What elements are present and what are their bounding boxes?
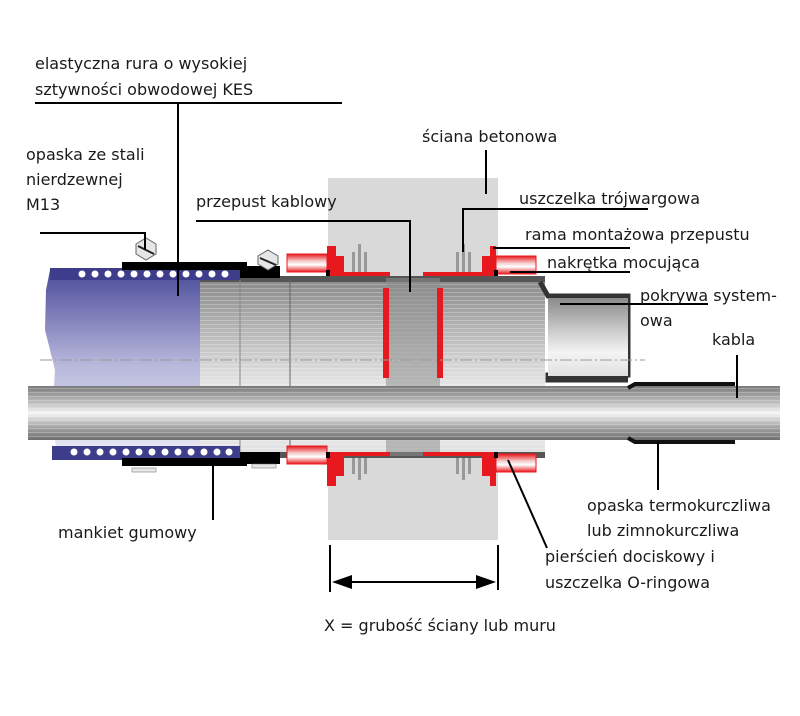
label-ring-2: uszczelka O-ringowa (545, 573, 711, 592)
label-triple-seal: uszczelka trójwargowa (519, 189, 700, 208)
mounting-frame-left (286, 246, 390, 486)
label-shrink-2: lub zimnokurczliwa (587, 521, 740, 540)
triple-lip-seals (352, 244, 471, 480)
label-steel-band-3: M13 (26, 195, 61, 214)
label-kes-pipe-1: elastyczna rura o wysokiej (35, 54, 248, 73)
label-kes-pipe-2: sztywności obwodowej KES (35, 80, 254, 99)
label-duct: przepust kablowy (196, 192, 337, 211)
label-dimension: X = grubość ściany lub muru (324, 616, 556, 635)
label-cover-2: owa (640, 311, 673, 330)
label-nut: nakrętka mocująca (547, 253, 700, 272)
label-steel-band-2: nierdzewnej (26, 170, 123, 189)
label-shrink-1: opaska termokurczliwa (587, 496, 771, 515)
label-steel-band-1: opaska ze stali (26, 145, 145, 164)
label-ring-1: pierścień dociskowy i (545, 547, 715, 566)
mounting-frame-right (423, 246, 537, 486)
shrink-sleeve (627, 382, 735, 390)
leader-lines (35, 102, 738, 549)
label-cover-1: pokrywa system- (640, 286, 777, 305)
label-cable: kabla (712, 330, 756, 349)
label-wall: ściana betonowa (422, 127, 558, 146)
kes-corrugation-dots (70, 270, 233, 456)
label-cuff: mankiet gumowy (58, 523, 197, 542)
wall-thickness-dimension (329, 545, 499, 592)
label-frame: rama montażowa przepustu (525, 225, 750, 244)
